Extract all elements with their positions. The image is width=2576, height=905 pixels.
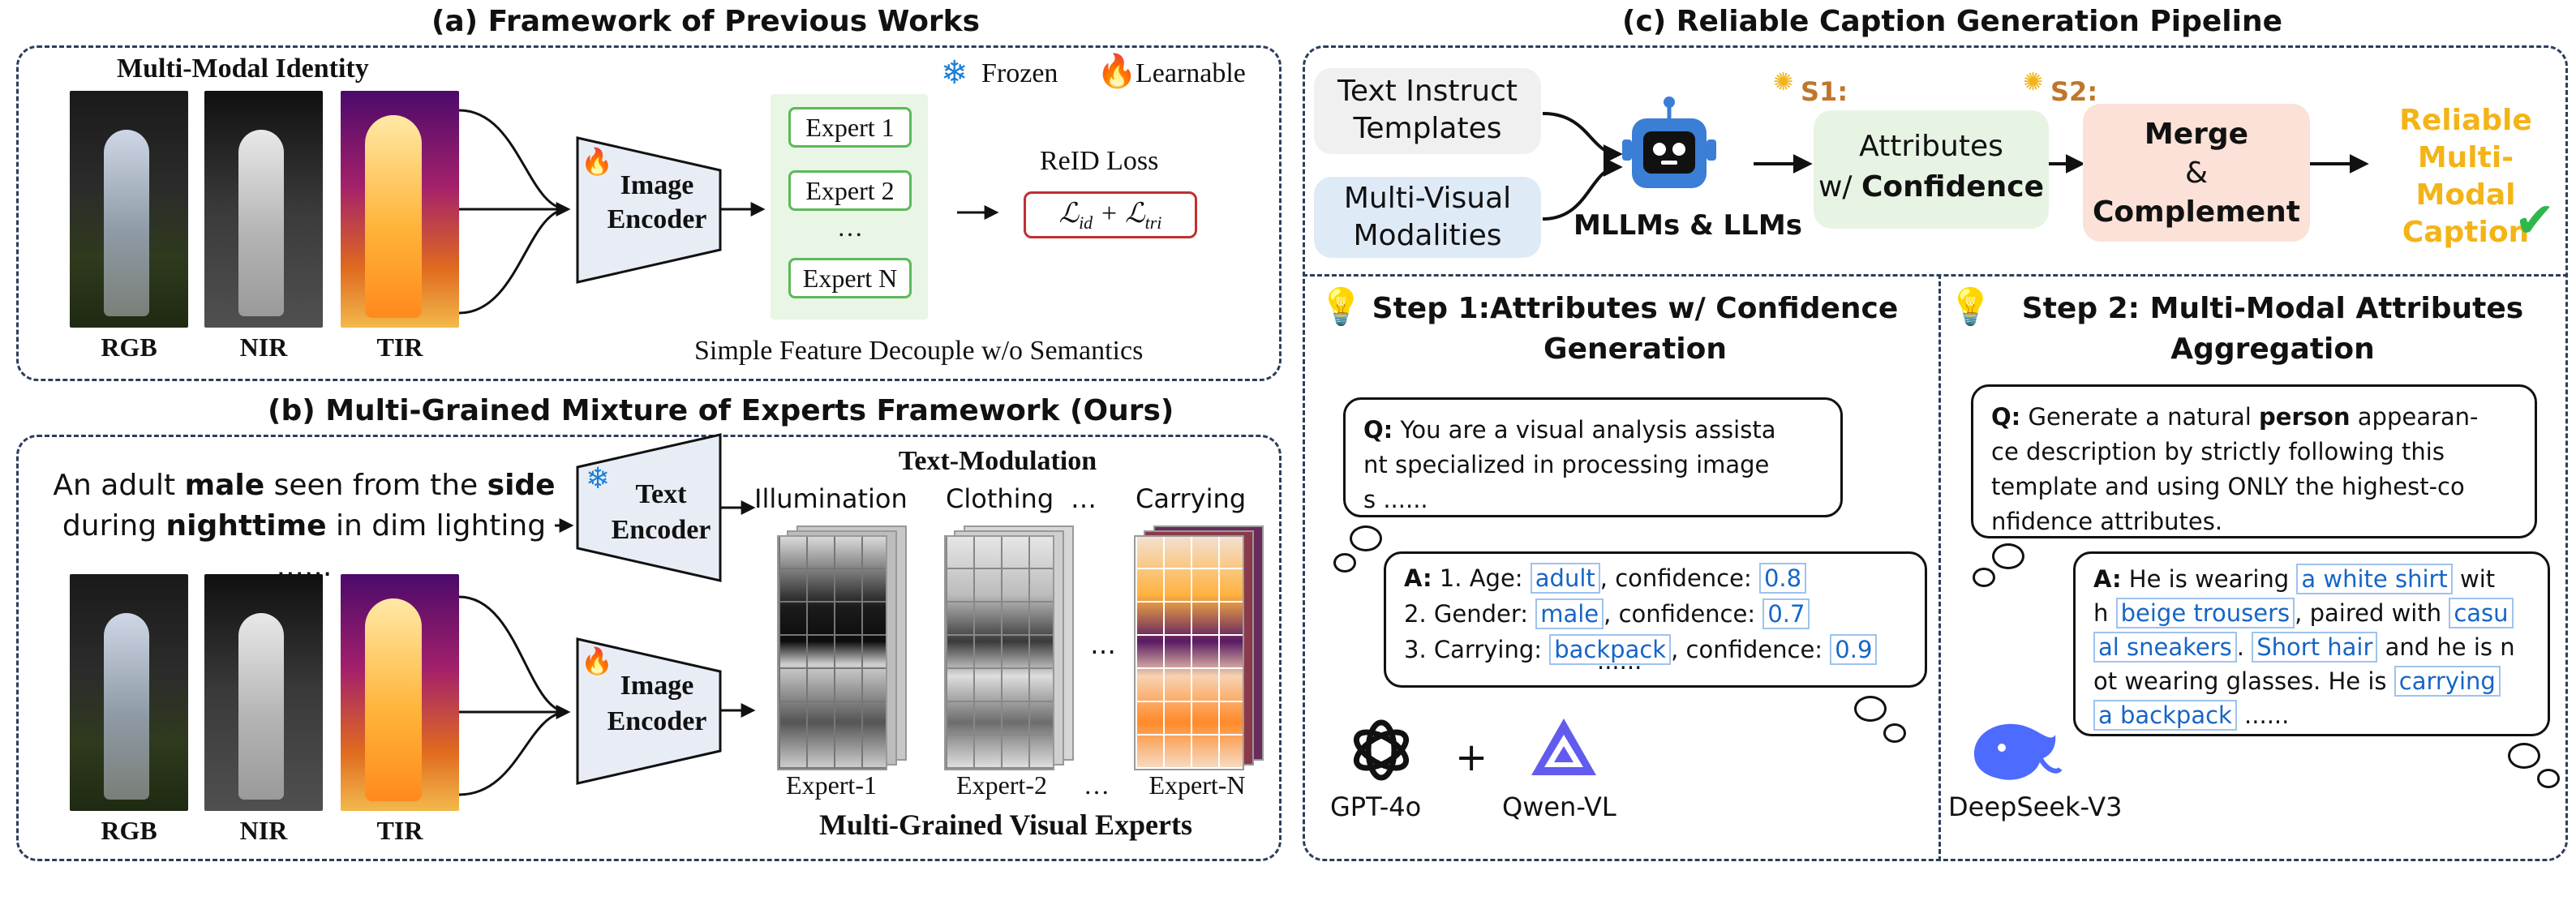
step1-a-dot-1 bbox=[1854, 696, 1887, 722]
panel-c-divider-h bbox=[1303, 274, 2568, 277]
text-encoder: Text Encoder bbox=[611, 479, 711, 545]
step1-answer-bubble: A: 1. Age: adult, confidence: 0.8 2. Gen… bbox=[1384, 551, 1927, 688]
panel-a-title: (a) Framework of Previous Works bbox=[431, 5, 981, 38]
nir-image bbox=[204, 91, 323, 328]
snowflake-icon: ❄ bbox=[941, 54, 968, 92]
step2-title: Step 2: Multi-Modal Attributes Aggregati… bbox=[2021, 292, 2524, 366]
step1-bulb-icon: 💡 bbox=[1319, 286, 1363, 328]
step1-q-dot-1 bbox=[1350, 525, 1382, 551]
rgb-label: RGB bbox=[101, 332, 157, 362]
step2-answer-bubble: A: He is wearing a white shirt wit h bei… bbox=[2073, 551, 2550, 736]
tir-image bbox=[341, 91, 459, 328]
step2-a-dot-1 bbox=[2508, 743, 2540, 769]
multi-visual-modalities: Multi-Visual Modalities bbox=[1314, 177, 1541, 258]
rgb-image bbox=[70, 91, 188, 328]
step1-a-dot-2 bbox=[1883, 723, 1906, 743]
expert-2-a: Expert 2 bbox=[788, 170, 912, 211]
encoder-flame-icon: 🔥 bbox=[581, 146, 613, 177]
expert-ellipsis-a: … bbox=[837, 212, 863, 242]
flame-icon: 🔥 bbox=[1097, 53, 1137, 90]
expert-n-a: Expert N bbox=[788, 258, 912, 298]
attributes-confidence-box: Attributes w/ Confidence bbox=[1814, 110, 2049, 229]
gpt4o-label: GPT-4o bbox=[1330, 791, 1422, 822]
panel-a-connectors bbox=[458, 109, 999, 315]
nir-label-b: NIR bbox=[239, 816, 288, 845]
text-encoder-snowflake-icon: ❄ bbox=[586, 462, 611, 495]
panel-b bbox=[16, 435, 1282, 861]
panel-a bbox=[16, 45, 1282, 381]
nir-label: NIR bbox=[239, 332, 288, 362]
s1-bulb-icon: ✺ bbox=[1773, 68, 1794, 97]
image-encoder-a: Image Encoder bbox=[607, 170, 707, 234]
reliable-caption-label: Reliable Multi-Modal Caption bbox=[2399, 104, 2532, 249]
expert-n-stack bbox=[1134, 525, 1264, 770]
attr-carrying: Carrying bbox=[1136, 483, 1247, 514]
step2-q-dot-2 bbox=[1973, 568, 1995, 587]
check-icon: ✔ bbox=[2514, 192, 2556, 249]
tir-label-b: TIR bbox=[376, 816, 423, 845]
step2-q-dot-1 bbox=[1992, 543, 2024, 569]
expert-2-label: Expert-2 bbox=[956, 770, 1047, 800]
merge-complement-box: Merge & Complement bbox=[2083, 104, 2310, 242]
s1-label: S1: bbox=[1801, 76, 1848, 107]
gpt4o-logo-icon bbox=[1353, 719, 1410, 781]
robot-icon bbox=[1632, 102, 1707, 188]
caption-sentence: An adult male seen from the side during … bbox=[53, 469, 556, 583]
attr-illumination: Illumination bbox=[754, 483, 908, 514]
frozen-label: Frozen bbox=[981, 58, 1058, 88]
expert-1-label: Expert-1 bbox=[786, 770, 877, 800]
rgb-label-b: RGB bbox=[101, 816, 157, 845]
panel-c-connectors bbox=[1542, 97, 2369, 221]
expert-ellipsis-b: … bbox=[1090, 629, 1116, 660]
deepseek-label: DeepSeek-V3 bbox=[1948, 791, 2123, 822]
loss-formula: ℒid + ℒtri bbox=[1024, 191, 1197, 238]
text-instruct-templates: Text Instruct Templates bbox=[1314, 68, 1541, 154]
panel-c-title: (c) Reliable Caption Generation Pipeline bbox=[1622, 5, 2283, 38]
step1-q-dot-2 bbox=[1333, 553, 1356, 573]
nir-image-b bbox=[204, 574, 323, 811]
s2-label: S2: bbox=[2050, 76, 2098, 107]
panel-c-divider-v bbox=[1938, 274, 1941, 861]
panel-b-connectors bbox=[458, 433, 756, 796]
image-encoder-b-flame-icon: 🔥 bbox=[581, 646, 613, 676]
plus-sign: + bbox=[1455, 735, 1488, 780]
rgb-image-b bbox=[70, 574, 188, 811]
panel-b-footer: Multi-Grained Visual Experts bbox=[818, 808, 1193, 841]
expert-n-label: Expert-N bbox=[1148, 770, 1246, 800]
mllm-label: MLLMs & LLMs bbox=[1574, 209, 1802, 242]
step2-a-dot-2 bbox=[2537, 769, 2560, 788]
tir-image-b bbox=[341, 574, 459, 811]
expert-1-stack bbox=[777, 525, 907, 770]
reid-loss-label: ReID Loss bbox=[1040, 146, 1159, 176]
panel-a-footer: Simple Feature Decouple w/o Semantics bbox=[694, 336, 1144, 366]
learnable-label: Learnable bbox=[1136, 58, 1246, 88]
expert-ellipsis-label: … bbox=[1084, 770, 1110, 800]
step2-question-bubble: Q: Generate a natural person appearan- c… bbox=[1971, 384, 2537, 538]
step2-bulb-icon: 💡 bbox=[1948, 286, 1993, 328]
s2-bulb-icon: ✺ bbox=[2023, 68, 2044, 97]
image-encoder-b: Image Encoder bbox=[607, 671, 707, 736]
text-modulation-label: Text-Modulation bbox=[898, 446, 1097, 476]
panel-b-title: (b) Multi-Grained Mixture of Experts Fra… bbox=[268, 394, 1174, 427]
expert-2-stack bbox=[944, 525, 1074, 770]
qwen-label: Qwen-VL bbox=[1502, 791, 1616, 822]
qwen-logo-icon bbox=[1531, 718, 1596, 775]
step1-question-bubble: Q: You are a visual analysis assista nt … bbox=[1343, 397, 1843, 517]
attr-clothing: Clothing bbox=[946, 483, 1054, 514]
tir-label: TIR bbox=[376, 332, 423, 362]
identity-label: Multi-Modal Identity bbox=[117, 54, 369, 84]
attr-ellipsis: … bbox=[1071, 483, 1097, 514]
expert-1-a: Expert 1 bbox=[788, 107, 912, 148]
panel-c bbox=[1303, 45, 2568, 861]
step1-title: Step 1:Attributes w/ Confidence Generati… bbox=[1372, 292, 1899, 366]
deepseek-logo-icon bbox=[1974, 723, 2063, 780]
